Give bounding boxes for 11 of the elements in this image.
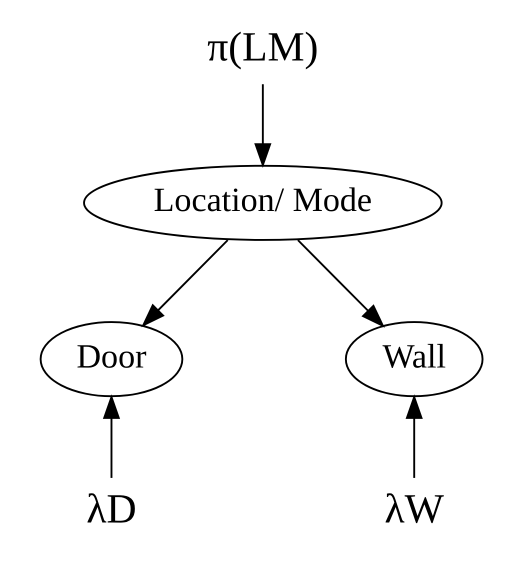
arrow xyxy=(140,239,228,328)
node-text: π(LM) xyxy=(206,24,318,71)
node-ellipse: Door xyxy=(39,321,183,398)
node-text: λW xyxy=(384,486,444,533)
arrow xyxy=(254,84,271,168)
arrow xyxy=(102,394,120,478)
node-text: λD xyxy=(86,486,136,533)
arrow xyxy=(405,394,422,478)
arrow xyxy=(296,239,384,328)
node-ellipse: Wall xyxy=(344,321,483,398)
node-ellipse: Location/ Mode xyxy=(82,164,442,241)
